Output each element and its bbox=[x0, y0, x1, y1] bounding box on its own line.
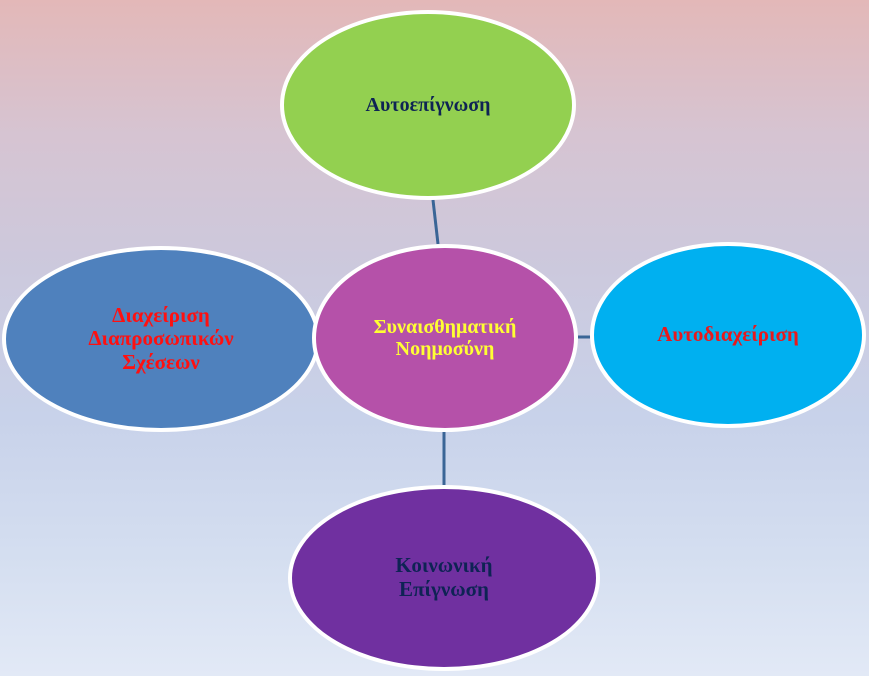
node-relationship-management-label: Διαχείριση Διαπροσωπικών Σχέσεων bbox=[88, 302, 234, 374]
node-self-management-label: Αυτοδιαχείριση bbox=[657, 322, 799, 347]
node-relationship-management: Διαχείριση Διαπροσωπικών Σχέσεων bbox=[2, 246, 320, 432]
node-self-management: Αυτοδιαχείριση bbox=[590, 242, 866, 428]
node-emotional-intelligence-label: Συναισθηματική Νοημοσύνη bbox=[373, 315, 517, 360]
node-social-awareness-label: Κοινωνική Επίγνωση bbox=[395, 553, 493, 601]
node-self-awareness: Αυτοεπίγνωση bbox=[280, 10, 576, 200]
node-self-awareness-label: Αυτοεπίγνωση bbox=[365, 93, 491, 116]
connector-center-top bbox=[431, 199, 440, 245]
node-emotional-intelligence: Συναισθηματική Νοημοσύνη bbox=[312, 244, 578, 432]
node-social-awareness: Κοινωνική Επίγνωση bbox=[288, 485, 600, 671]
